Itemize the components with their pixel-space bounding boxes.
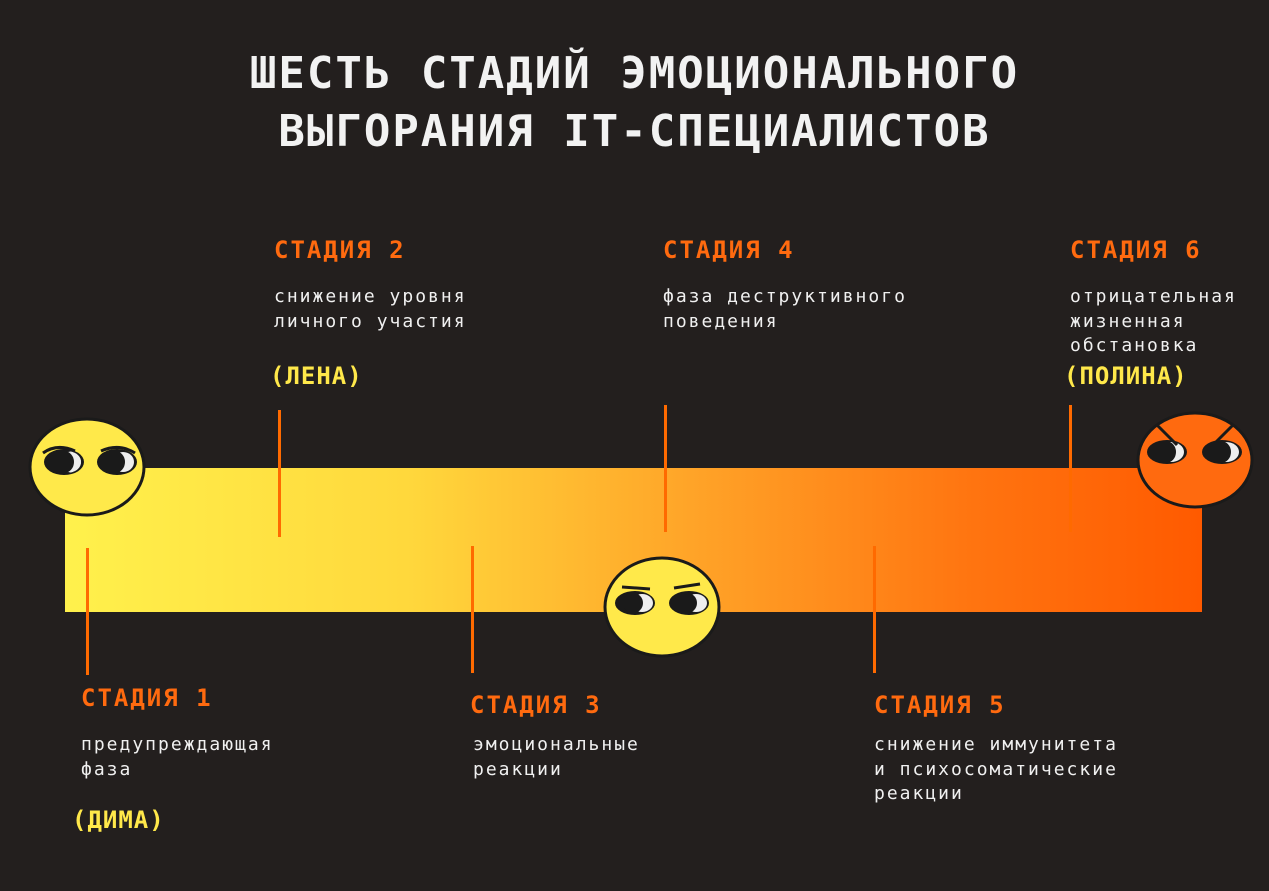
stage-4-desc-line: фаза деструктивного [663, 286, 907, 307]
stage-2-desc-line: снижение уровня [274, 286, 467, 307]
stage-1-label: СТАДИЯ 1 [81, 684, 213, 712]
stage-1-desc-line: фаза [81, 758, 133, 780]
stage-6-desc-line: обстановка [1070, 335, 1199, 356]
stage-6-person-name: (ПОЛИНА) [1064, 362, 1188, 390]
title-line-2: ВЫГОРАНИЯ IT-СПЕЦИАЛИСТОВ [278, 106, 991, 157]
stage-2-desc-line: личного участия [274, 310, 467, 332]
stage-1-marker-line [86, 548, 89, 675]
stage-5-marker-line [873, 546, 876, 673]
stage-5-desc-line: реакции [874, 783, 964, 804]
stage-3-desc-line: реакции [473, 758, 563, 780]
stage-6-desc-line: жизненная [1070, 310, 1186, 332]
stage-1-description: предупреждающая фаза [81, 733, 274, 782]
stage-6-desc-line: отрицательная [1070, 286, 1237, 307]
stage-1-desc-line: предупреждающая [81, 734, 274, 755]
stage-2-person-name: (ЛЕНА) [270, 362, 363, 390]
stage-6-label: СТАДИЯ 6 [1070, 236, 1202, 264]
stage-2-label: СТАДИЯ 2 [274, 236, 406, 264]
stage-5-label: СТАДИЯ 5 [874, 691, 1006, 719]
stage-5-desc-line: и психосоматические [874, 758, 1118, 780]
stage-4-desc-line: поведения [663, 310, 779, 332]
stage-3-desc-line: эмоциональные [473, 734, 640, 755]
stage-3-description: эмоциональные реакции [473, 733, 640, 782]
stage-2-marker-line [278, 410, 281, 537]
stage-4-marker-line [664, 405, 667, 532]
stage-5-desc-line: снижение иммунитета [874, 734, 1118, 755]
stage-1-person-name: (ДИМА) [72, 806, 165, 834]
worried-face-icon [28, 417, 146, 517]
stage-3-label: СТАДИЯ 3 [470, 691, 602, 719]
title-line-1: ШЕСТЬ СТАДИЙ ЭМОЦИОНАЛЬНОГО [249, 48, 1020, 99]
stage-2-description: снижение уровня личного участия [274, 285, 467, 334]
stage-6-marker-line [1069, 405, 1072, 532]
angry-face-icon [1136, 411, 1254, 509]
page-title: ШЕСТЬ СТАДИЙ ЭМОЦИОНАЛЬНОГО ВЫГОРАНИЯ IT… [0, 45, 1269, 161]
annoyed-face-icon [603, 556, 721, 658]
stage-4-description: фаза деструктивного поведения [663, 285, 907, 334]
stage-5-description: снижение иммунитета и психосоматические … [874, 733, 1118, 807]
stage-3-marker-line [471, 546, 474, 673]
stage-4-label: СТАДИЯ 4 [663, 236, 795, 264]
stage-6-description: отрицательная жизненная обстановка [1070, 285, 1237, 359]
